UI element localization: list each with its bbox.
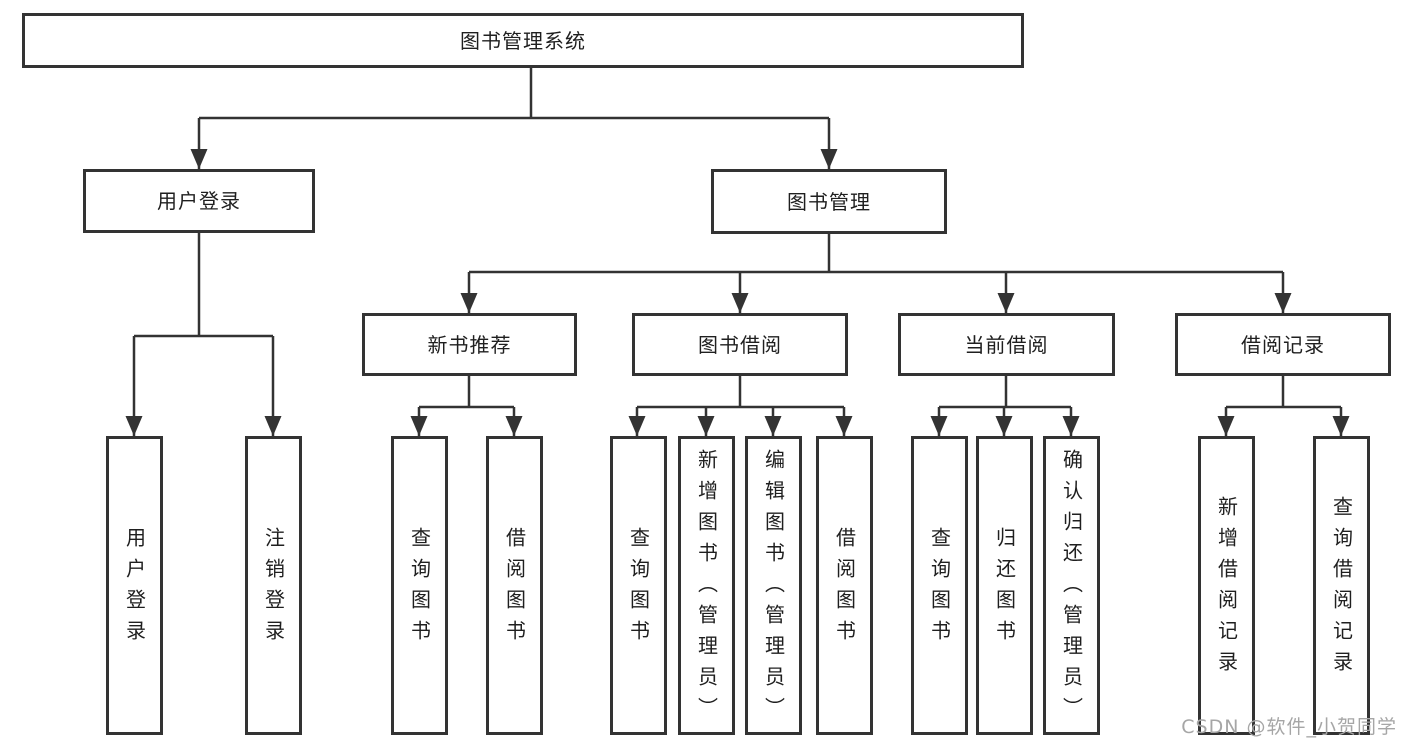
leaf-query-borrow-record: 查询借阅记录: [1313, 436, 1370, 735]
node-label: 借阅记录: [1241, 332, 1325, 357]
node-label: 编辑图书（管理员）: [761, 449, 786, 728]
leaf-confirm-return-admin: 确认归还（管理员）: [1043, 436, 1100, 735]
leaf-add-borrow-record: 新增借阅记录: [1198, 436, 1255, 735]
leaf-return-book: 归还图书: [976, 436, 1033, 735]
node-book-management: 图书管理: [711, 169, 947, 234]
leaf-add-book-admin: 新增图书（管理员）: [678, 436, 735, 735]
node-label: 当前借阅: [964, 332, 1049, 357]
node-new-book-recommend: 新书推荐: [362, 313, 577, 376]
leaf-user-login: 用户登录: [106, 436, 163, 735]
node-user-login: 用户登录: [83, 169, 315, 233]
leaf-query-books-borrowing: 查询图书: [610, 436, 667, 735]
node-label: 新增借阅记录: [1214, 495, 1239, 682]
csdn-watermark: CSDN @软件_小贺同学: [1181, 716, 1397, 738]
node-label: 查询图书: [927, 526, 952, 651]
node-label: 归还图书: [992, 526, 1017, 651]
leaf-edit-book-admin: 编辑图书（管理员）: [745, 436, 802, 735]
node-label: 用户登录: [122, 526, 147, 651]
node-borrowing-records: 借阅记录: [1175, 313, 1391, 376]
node-library-management-system: 图书管理系统: [22, 13, 1024, 68]
leaf-query-books-recommend: 查询图书: [391, 436, 448, 735]
node-label: 图书管理: [787, 189, 871, 214]
node-book-borrowing: 图书借阅: [632, 313, 848, 376]
node-label: 查询图书: [626, 526, 651, 651]
leaf-borrow-books-borrowing: 借阅图书: [816, 436, 873, 735]
leaf-query-books-current: 查询图书: [911, 436, 968, 735]
node-label: 确认归还（管理员）: [1059, 449, 1084, 728]
node-label: 查询图书: [407, 526, 432, 651]
node-label: 注销登录: [261, 526, 286, 651]
node-label: 借阅图书: [502, 526, 527, 651]
node-label: 图书管理系统: [460, 28, 586, 53]
node-current-borrowing: 当前借阅: [898, 313, 1115, 376]
node-label: 新书推荐: [427, 332, 512, 357]
node-label: 新增图书（管理员）: [694, 449, 719, 728]
leaf-borrow-books-recommend: 借阅图书: [486, 436, 543, 735]
node-label: 查询借阅记录: [1329, 495, 1354, 682]
node-label: 用户登录: [157, 189, 241, 213]
node-label: 图书借阅: [698, 332, 782, 357]
leaf-logout: 注销登录: [245, 436, 302, 735]
node-label: 借阅图书: [832, 526, 857, 651]
